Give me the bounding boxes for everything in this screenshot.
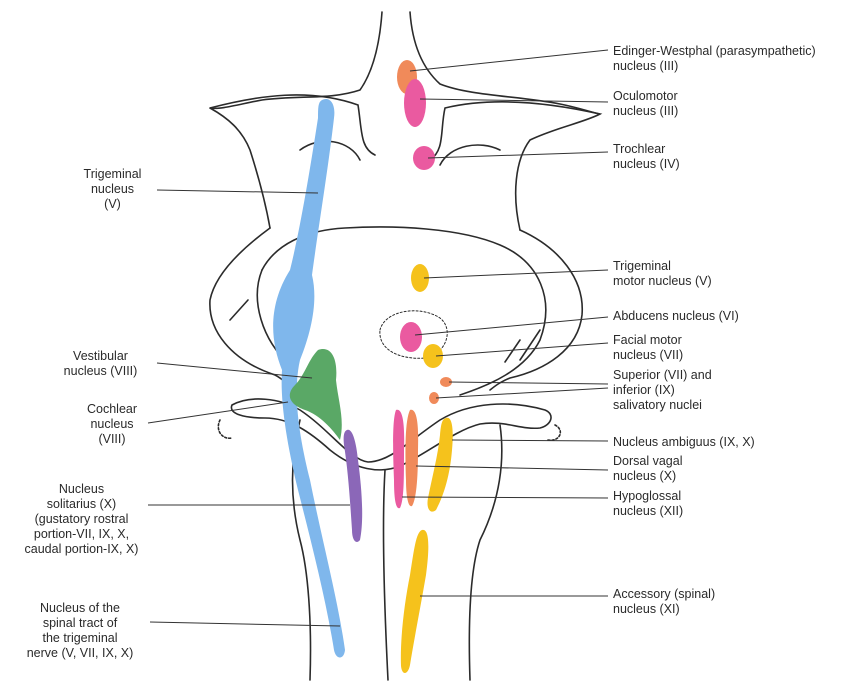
label-accessory: Accessory (spinal)nucleus (XI): [613, 587, 715, 617]
abducens-nucleus-shape: [400, 322, 422, 352]
label-ambiguus: Nucleus ambiguus (IX, X): [613, 435, 755, 450]
hypoglossal-nucleus-shape: [393, 410, 404, 508]
oculomotor-nucleus-shape: [404, 79, 426, 127]
dorsal-vagal-nucleus-shape: [405, 410, 418, 506]
label-edinger-westphal: Edinger-Westphal (parasympathetic)nucleu…: [613, 44, 816, 74]
solitarius-nucleus-shape: [344, 430, 363, 542]
accessory-nucleus-shape: [401, 530, 428, 673]
nuclei: [273, 60, 453, 673]
label-abducens: Abducens nucleus (VI): [613, 309, 739, 324]
